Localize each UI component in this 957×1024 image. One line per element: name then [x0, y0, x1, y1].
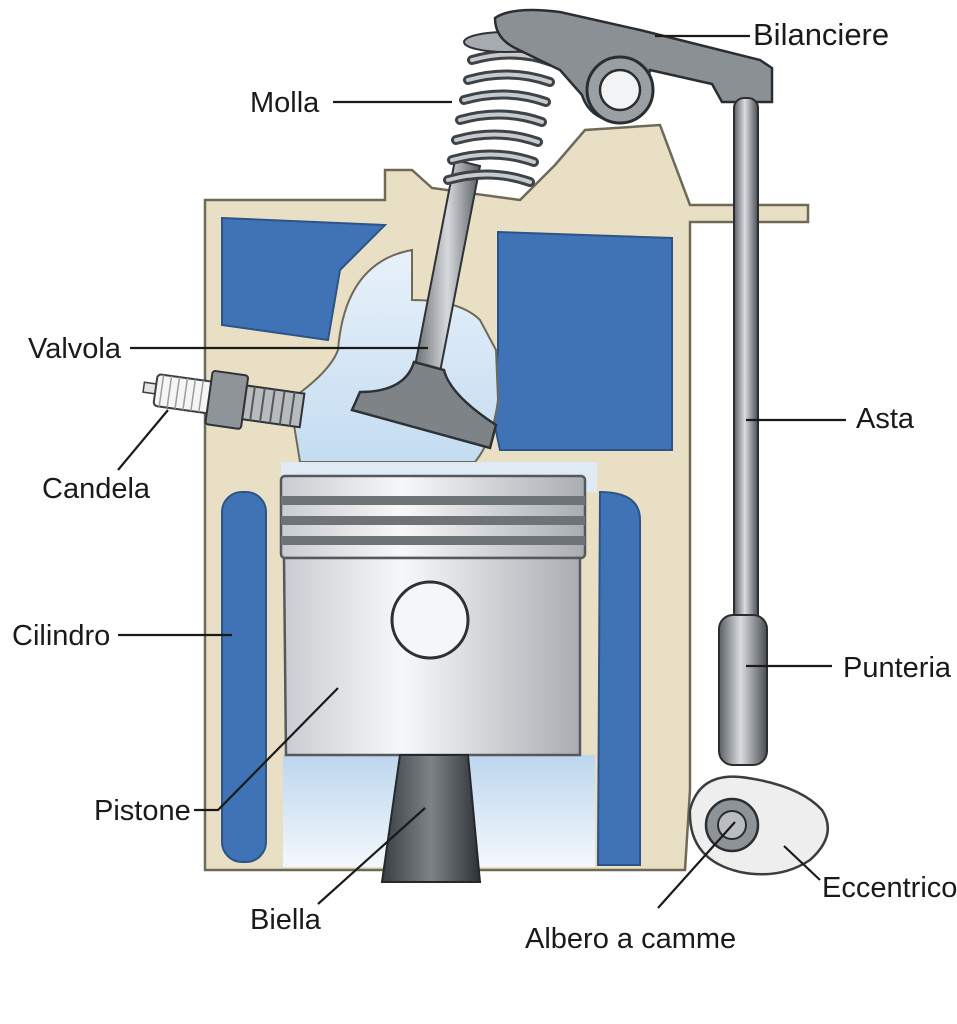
leader-biella — [317, 807, 426, 905]
label-molla: Molla — [250, 87, 320, 119]
leader-pistone — [194, 687, 339, 812]
labels: Bilanciere Molla Valvola Candela Asta Ci… — [12, 17, 957, 955]
rocker-arm — [493, 8, 774, 125]
water-jackets — [221, 216, 673, 866]
label-candela: Candela — [42, 473, 151, 505]
label-biella: Biella — [250, 904, 322, 936]
leader-candela — [117, 409, 169, 471]
connecting-rod — [380, 754, 482, 883]
piston — [279, 474, 587, 757]
tappet — [718, 614, 768, 766]
leader-lines — [117, 34, 846, 909]
spark-plug — [142, 370, 306, 430]
valve — [350, 158, 498, 450]
label-punteria: Punteria — [843, 652, 952, 684]
label-cilindro: Cilindro — [12, 620, 110, 652]
label-albero-a-camme: Albero a camme — [525, 923, 736, 955]
label-valvola: Valvola — [28, 333, 122, 365]
push-rod — [733, 97, 759, 627]
label-pistone: Pistone — [94, 795, 191, 827]
leader-eccentrico — [783, 845, 821, 881]
label-eccentrico: Eccentrico — [822, 872, 957, 904]
label-asta: Asta — [856, 403, 915, 435]
leader-albero — [657, 821, 736, 909]
label-bilanciere: Bilanciere — [753, 17, 889, 52]
